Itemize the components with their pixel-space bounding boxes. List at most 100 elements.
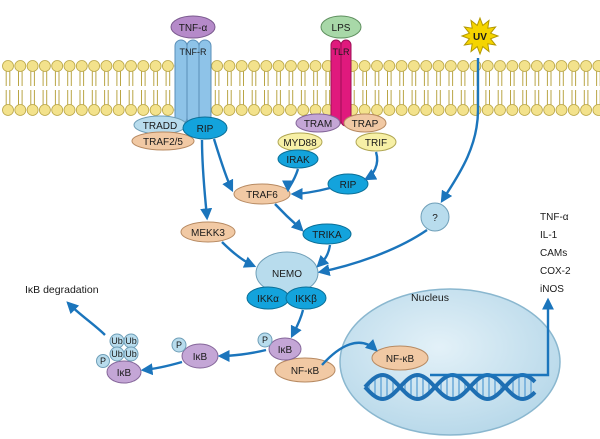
svg-text:IKKα: IKKα [257,294,279,305]
svg-text:Ub: Ub [111,349,123,359]
phospholipid-head [100,60,113,72]
phospholipid-head [88,60,100,72]
phospholipid-head [223,60,236,72]
svg-text:MYD88: MYD88 [283,138,317,149]
phospholipid-head [260,104,273,116]
trif-node: TRIF [355,132,397,152]
phospholipid-head [297,104,310,116]
arrow-ikb-to-ub [140,360,183,376]
phospholipid-head [75,60,88,72]
phospholipid-head [567,60,580,72]
phospholipid-head [469,104,482,116]
traf25-node: TRAF2/5 [131,131,195,151]
arrow-trif-to-rip [363,151,379,181]
lps-ligand: LPS [320,15,362,39]
svg-text:TRAF6: TRAF6 [246,190,278,201]
rip-node-tlr: RIP [327,173,369,195]
target-gene: COX-2 [540,266,571,277]
phospholipid-head [149,60,162,72]
phospholipid-head [284,60,297,72]
phospholipid-head [75,104,88,116]
phospholipid-head [555,60,568,72]
phospholipid-head [580,60,592,72]
uv-burst: UV [460,16,500,56]
phospholipid-head [383,60,396,72]
phospholipid-head [580,104,592,116]
nucleus-label: Nucleus [411,292,449,304]
phospholipid-head [14,104,27,116]
phospholipid-head [506,104,519,116]
svg-text:NEMO: NEMO [272,269,302,280]
svg-text:Ub: Ub [125,336,137,346]
arrow-nfkb-to-nucleus [321,339,378,366]
arrow-complex-to-ikb [217,348,267,362]
phospholipid-head [371,104,383,116]
phospholipid-head [161,104,174,116]
tram-node: TRAM [295,113,341,133]
svg-text:IκB: IκB [117,368,132,379]
nucleus: Nucleus [339,288,561,436]
tnf-alpha-label: TNF-α [179,23,208,34]
arrow-rip-to-traf6-right [290,186,331,200]
arrow-ikkb-to-complex [290,309,305,339]
phospholipid-head [88,104,100,116]
phospholipid-head [235,60,248,72]
phospholipid-head [494,104,506,116]
phospho-ikb: IκB P [171,337,219,369]
trap-node: TRAP [343,113,387,133]
phospholipid-head [297,60,310,72]
arrow-irak-to-traf6 [282,168,300,193]
phospholipid-head [211,104,224,116]
phospholipid-head [39,104,51,116]
svg-text:P: P [100,356,106,366]
svg-text:TRIF: TRIF [365,138,387,149]
phospholipid-head [420,60,433,72]
phospholipid-head [112,104,125,116]
phospholipid-head [272,60,285,72]
phospholipid-head [531,104,543,116]
phospholipid-head [26,104,39,116]
arrow-rip-to-mekk3 [200,139,213,221]
arrow-trika-to-nemo [316,244,332,268]
phospholipid-head [592,60,600,72]
phospholipid-head [506,60,519,72]
traf6-node: TRAF6 [233,183,291,205]
svg-text:P: P [176,340,182,350]
svg-text:IκB: IκB [193,352,208,363]
ikb-degradation-label: IκB degradation [25,284,99,296]
svg-text:NF-κB: NF-κB [386,354,415,365]
ikb-nfkb-complex: NF-κB IκB P [257,332,336,383]
lps-label: LPS [332,23,351,34]
phospholipid-head [444,60,457,72]
phospholipid-head [358,60,371,72]
phospholipid-head [371,60,383,72]
phospholipid-head [51,60,64,72]
phospholipid-head [543,60,556,72]
phospholipid-head [14,60,27,72]
uv-label: UV [473,32,487,43]
myd88-node: MYD88 [277,132,323,152]
tradd-node: TRADD [133,115,187,135]
phospholipid-head [125,104,137,116]
phospholipid-head [592,104,600,116]
phospholipid-head [272,104,285,116]
phospholipid-head [494,60,506,72]
phospholipid-head [63,104,76,116]
phospholipid-head [518,104,531,116]
pathway-arrows [66,58,554,377]
trika-node: TRIKA [302,223,352,245]
phospholipid-head [555,104,568,116]
phospholipid-head [567,104,580,116]
phospholipid-head [432,60,445,72]
phospholipid-head [469,60,482,72]
phospholipid-head [125,60,137,72]
phospholipid-head [248,60,260,72]
arrow-traf6-to-trika [274,203,304,232]
phospholipid-head [211,60,224,72]
ikk-alpha-node: IKKα [246,286,290,310]
phospholipid-head [543,104,556,116]
phospholipid-head [407,104,420,116]
phospholipid-head [395,60,408,72]
